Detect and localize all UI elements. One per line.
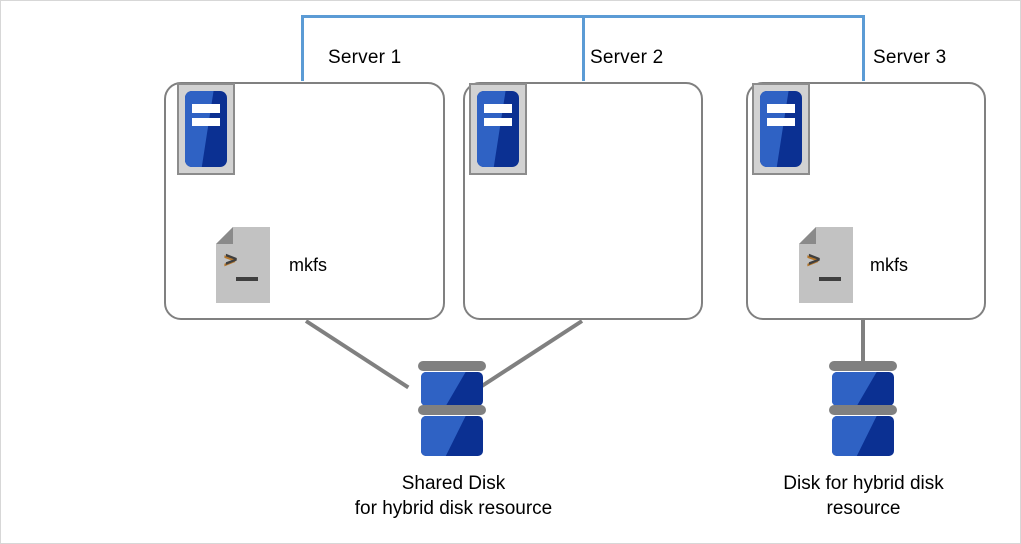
server-rack-body-2: [477, 91, 519, 167]
disk-block-top-shared: [421, 372, 483, 406]
server-rack-bar-top-2: [484, 103, 512, 113]
script-document-icon-3: >: [799, 227, 853, 303]
disk-block-bottom-server3: [832, 416, 894, 456]
connector-server2-to-shared-disk: [477, 319, 584, 390]
server-rack-body-1: [185, 91, 227, 167]
mkfs-label-3: mkfs: [870, 255, 908, 275]
disk-block-top-server3: [832, 372, 894, 406]
network-drop-server-1: [301, 15, 304, 81]
server-rack-body-3: [760, 91, 802, 167]
script-cursor-underscore-1: [236, 277, 258, 281]
network-drop-server-3: [862, 15, 865, 81]
network-bracket-icon: [301, 15, 865, 81]
script-fold-corner-3: [799, 227, 816, 244]
server-rack-icon-2: [469, 83, 527, 175]
server-rack-bar-bottom-2: [484, 117, 512, 127]
server-label-2: Server 2: [590, 47, 664, 68]
shared-disk-caption: Shared Disk for hybrid disk resource: [354, 473, 553, 519]
disk-stack-icon-shared: [418, 361, 486, 458]
server-label-1: Server 1: [328, 47, 402, 68]
disk-gray-bar-middle-shared: [418, 405, 486, 415]
server-rack-icon-1: [177, 83, 235, 175]
connector-server3-to-disk: [861, 319, 865, 365]
server-rack-bar-top-1: [192, 103, 220, 113]
script-cursor-underscore-3: [819, 277, 841, 281]
disk-gray-bar-top-shared: [418, 361, 486, 371]
server3-disk-caption: Disk for hybrid disk resource: [783, 473, 944, 519]
server-box-1[interactable]: [164, 82, 445, 320]
disk-gray-bar-top-server3: [829, 361, 897, 371]
disk-block-bottom-shared: [421, 416, 483, 456]
server-rack-icon-3: [752, 83, 810, 175]
server-rack-bar-bottom-1: [192, 117, 220, 127]
mkfs-label-1: mkfs: [289, 255, 327, 275]
script-prompt-glyph-1: >: [225, 247, 238, 271]
connector-server1-to-shared-disk: [304, 319, 410, 390]
server-label-3: Server 3: [873, 47, 947, 68]
server-rack-bar-top-3: [767, 103, 795, 113]
disk-gray-bar-middle-server3: [829, 405, 897, 415]
network-drop-server-2: [582, 15, 585, 81]
script-document-icon-1: >: [216, 227, 270, 303]
script-fold-corner-1: [216, 227, 233, 244]
server-rack-bar-bottom-3: [767, 117, 795, 127]
script-prompt-glyph-3: >: [808, 247, 821, 271]
disk-stack-icon-server3: [829, 361, 897, 458]
